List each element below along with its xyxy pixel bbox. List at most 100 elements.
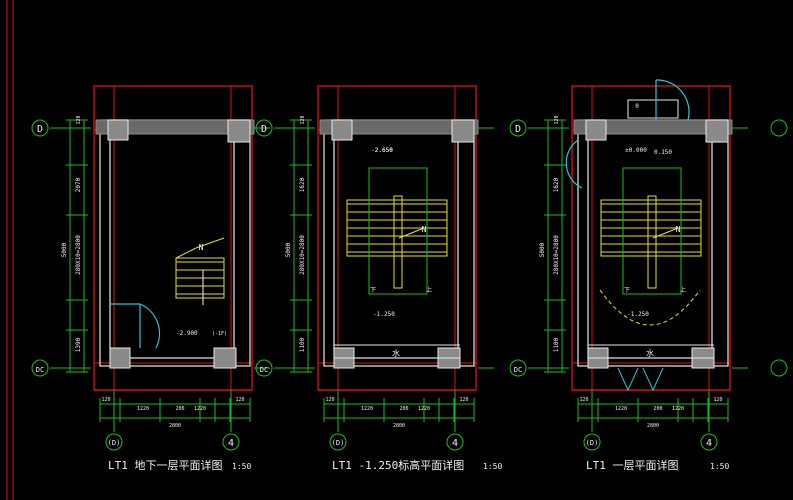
stair-line [195,237,225,249]
dim-total: 5000 [285,242,292,257]
stair-line [175,247,197,259]
panel-scale: 1:50 [483,462,502,471]
dim-small: 120 [76,115,82,124]
stair-flight: N±0.000-1.250下上水0.1500 [565,79,714,392]
level-note: (-1F) [212,331,227,337]
axis-bubble-icon [31,359,49,377]
axis-label-top: D [515,124,521,135]
column-icon [107,119,129,141]
axis-bubble-icon [770,359,788,377]
stair-mark: N [676,225,681,234]
dim-segment: 1620 [553,177,560,192]
column-icon [109,347,131,369]
water-label: 水 [646,348,654,358]
axis-bubble-icon [31,119,49,137]
axis-bubble-icon [700,433,718,451]
stair-flight: N-2.900(-1F) [110,237,227,349]
inner-wall [333,131,459,359]
axis-bubble-icon [583,433,601,451]
panel-scale: 1:50 [710,462,729,471]
stair-flight: N-2.650-1.250下上水-2.650 [334,147,460,359]
dim-segment: 200 [175,406,184,412]
axis-bubble-icon [446,433,464,451]
inner-wall [109,131,235,359]
inner-wall [587,131,713,359]
water-label: 水 [392,348,400,358]
dim-segment: 1220 [361,406,373,412]
handrail [393,195,403,289]
dim-segment: 200 [653,406,662,412]
landing-outline [368,167,428,295]
level-mark: -1.250 [373,311,395,318]
axis-bubble-icon [509,359,527,377]
dim-segment: 280X10=2800 [299,235,306,275]
axis-bubble-icon [509,119,527,137]
dim-segment: 1100 [553,337,560,352]
dim-total: 5000 [61,242,68,257]
panel-title: LT1 地下一层平面详图 [108,458,223,472]
axis-label: (D) [332,439,345,447]
stair-mark: N [422,225,427,234]
dim-segment: 1620 [299,177,306,192]
dim-segment: 200 [399,406,408,412]
panel-title: LT1 一层平面详图 [586,458,679,472]
dim-total: 2800 [169,423,181,429]
dim-segment: 1220 [418,406,430,412]
top-wall-band [95,119,255,135]
ramp-arc [599,289,701,326]
landing-outline [622,167,682,295]
arrow-label: 下 [624,287,630,294]
break-line [398,227,425,239]
door-mark: 0 [635,103,639,110]
door-frame [627,99,679,119]
dim-segment: 120 [325,397,334,403]
axis-bubble-icon [105,433,123,451]
axis-bubble-icon [255,359,273,377]
door-swing-icon [655,79,690,121]
dim-segment: 120 [579,397,588,403]
dim-segment: 1100 [299,337,306,352]
dim-segment: 120 [101,397,110,403]
column-icon [451,119,475,143]
axis-label-top: D [261,124,267,135]
dim-segment: 1220 [615,406,627,412]
dim-segment: 280X10=2800 [553,235,560,275]
break-line [652,227,679,239]
column-icon [585,119,607,141]
axis-label-bottom: DC [36,366,44,374]
dim-segment: 1220 [672,406,684,412]
dim-total: 2800 [393,423,405,429]
axis-label: 4 [228,438,234,449]
dim-total: 2800 [647,423,659,429]
dim-segment: 1220 [194,406,206,412]
dim-segment: 2070 [75,177,82,192]
dim-segment: 120 [459,397,468,403]
door-swing-icon [565,139,583,189]
column-icon [331,119,353,141]
panel-scale: 1:50 [232,462,251,471]
arrow-label: 上 [680,286,686,294]
axis-bubble-icon [329,433,347,451]
axis-label: 4 [706,438,712,449]
dim-segment: 1220 [137,406,149,412]
top-wall-band [573,119,733,135]
dim-small: 120 [300,115,306,124]
level-mark: -2.650 [371,147,393,154]
column-icon [705,119,729,143]
dim-segment: 120 [713,397,722,403]
axis-bubble-icon [222,433,240,451]
column-icon [213,347,237,369]
door-swing-icon [110,303,161,349]
dim-segment: 120 [235,397,244,403]
stair-mark: N [199,243,204,252]
axis-label: (D) [586,439,599,447]
column-icon [227,119,251,143]
axis-label: (D) [108,439,121,447]
dim-small: 120 [554,115,560,124]
top-wall-band [319,119,479,135]
axis-label: 4 [452,438,458,449]
